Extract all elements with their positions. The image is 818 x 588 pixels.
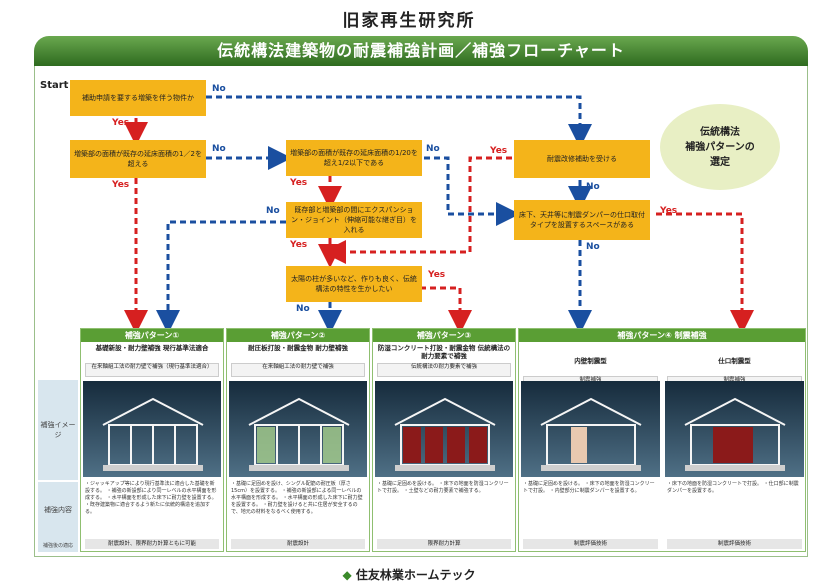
pattern-text: ・床下の地面を防湿コンクリートで打設。 ・仕口部に制震ダンパーを設置する。 [667,481,799,494]
side-label-content: 補強内容 [38,482,78,538]
flow-box-4: 既存部と増築部の間にエクスパンション・ジョイント（伸縮可能な継ぎ目）を入れる [286,202,422,238]
no-label-7: No [296,304,310,314]
flow-box-1: 補助申請を要する増築を伴う物件か [70,80,206,116]
pattern-4a: 内壁制震型 制震補強 ・基礎に足固めを設ける。 ・床下の地面を防湿コンクリートで… [519,342,662,551]
house-frame-image [665,381,804,477]
circle-line-2: 補強パターンの [685,141,755,153]
yes-label-3: Yes [290,178,308,188]
house-frame-image [375,381,513,477]
organization-name: 旧家再生研究所 [342,11,476,31]
side-label-image: 補強イメージ [38,380,78,480]
pattern-2: 補強パターン② 耐圧板打設・耐震金物 耐力壁補強 在来軸組工法の耐力壁で補強 ・… [226,328,370,552]
pattern-foot: 制震評価技術 [667,539,802,549]
pattern-title: 補強パターン② [227,329,369,342]
pattern-text: ・基礎に足固めを設け、シングル配筋の耐圧板（厚さ15cm）を設置する。 ・補強の… [231,481,363,515]
no-label-4: No [266,206,280,216]
pattern-foot: 限界耐力計算 [377,539,511,549]
pattern-text: ・基礎に足固めを設ける。 ・床下の地面を防湿コンクリートで打設。 ・土壁などの耐… [377,481,509,494]
house-frame-image [229,381,367,477]
house-frame-icon [102,397,204,471]
pattern-text: ・基礎に足固めを設ける。 ・床下の地面を防湿コンクリートで打設。 ・内壁部分に制… [523,481,655,494]
pattern-foot: 制震評価技術 [523,539,658,549]
pattern-name: 内壁制震型 [574,357,607,365]
circle-line-1: 伝統構法 [700,126,740,138]
house-frame-icon [540,397,642,471]
no-label-5: No [586,182,600,192]
pattern-3: 補強パターン③ 防湿コンクリート打設・耐震金物 伝統構法の耐力要素で補強 伝統構… [372,328,516,552]
pattern-name: 耐圧板打設・耐震金物 耐力壁補強 [248,344,348,352]
yes-label-5: Yes [428,270,446,280]
pattern-name: 基礎新設・耐力壁補強 現行基準法適合 [95,344,209,352]
no-label-6: No [586,242,600,252]
house-frame-image [83,381,221,477]
yes-label-7: Yes [660,206,678,216]
pattern-sub: 在来軸組工法の耐力壁で補強 [231,363,365,377]
flow-box-7: 床下、天井等に制震ダンパーの仕口取付タイプを設置するスペースがある [514,200,650,240]
pattern-4: 補強パターン④ 制震補強 内壁制震型 制震補強 ・基礎に足固めを設ける。 ・床下… [518,328,806,552]
no-label-2: No [212,144,226,154]
pattern-4b: 仕口制震型 制震補強 ・床下の地面を防湿コンクリートで打設。 ・仕口部に制震ダン… [663,342,806,551]
pattern-1: 補強パターン① 基礎新設・耐力壁補強 現行基準法適合 在来軸組工法の耐力壁で補強… [80,328,224,552]
pattern-name: 防湿コンクリート打設・耐震金物 伝統構法の耐力要素で補強 [377,344,511,360]
no-label-1: No [212,84,226,94]
pattern-title: 補強パターン④ 制震補強 [519,329,805,342]
no-label-3: No [426,144,440,154]
footer-brand: ◆ 住友林業ホームテック [0,566,818,583]
flow-box-3: 増築部の面積が既存の延床面積の1/20を超え1/2以下である [286,140,422,176]
page-title: 伝統構法建築物の耐震補強計画／補強フローチャート [34,36,808,66]
pattern-foot: 耐震設計 [231,539,365,549]
pattern-title: 補強パターン① [81,329,223,342]
house-frame-icon [248,397,350,471]
pattern-foot: 耐震設計、限界耐力計算ともに可能 [85,539,219,549]
yes-label-2: Yes [112,180,130,190]
yes-label-1: Yes [112,118,130,128]
pattern-title: 補強パターン③ [373,329,515,342]
side-label-applicable: 補強後の適応 [38,538,78,552]
yes-label-4: Yes [290,240,308,250]
brand-diamond-icon: ◆ [342,568,352,582]
flow-box-6: 耐震改修補助を受ける [514,140,650,178]
house-frame-icon [684,397,786,471]
start-label: Start [40,80,69,91]
circle-line-3: 選定 [710,156,730,168]
flow-box-2: 増築部の面積が既存の延床面積の1／2を超える [70,140,206,178]
flow-box-5: 太陽の柱が多いなど、作りも良く、伝統構法の特性を生かしたい [286,266,422,302]
pattern-selection-circle: 伝統構法 補強パターンの 選定 [660,104,780,190]
pattern-sub: 在来軸組工法の耐力壁で補強（現行基準法適合） [85,363,219,377]
house-frame-image [521,381,660,477]
pattern-text: ・ジャッキアップ等により現行基準法に適合した基礎を新設する。 ・補強の新設部によ… [85,481,217,515]
pattern-sub: 伝統構法の耐力要素で補強 [377,363,511,377]
pattern-name: 仕口制震型 [718,357,751,365]
yes-label-6: Yes [490,146,508,156]
brand-name: 住友林業ホームテック [355,568,476,582]
house-frame-icon [394,397,496,471]
